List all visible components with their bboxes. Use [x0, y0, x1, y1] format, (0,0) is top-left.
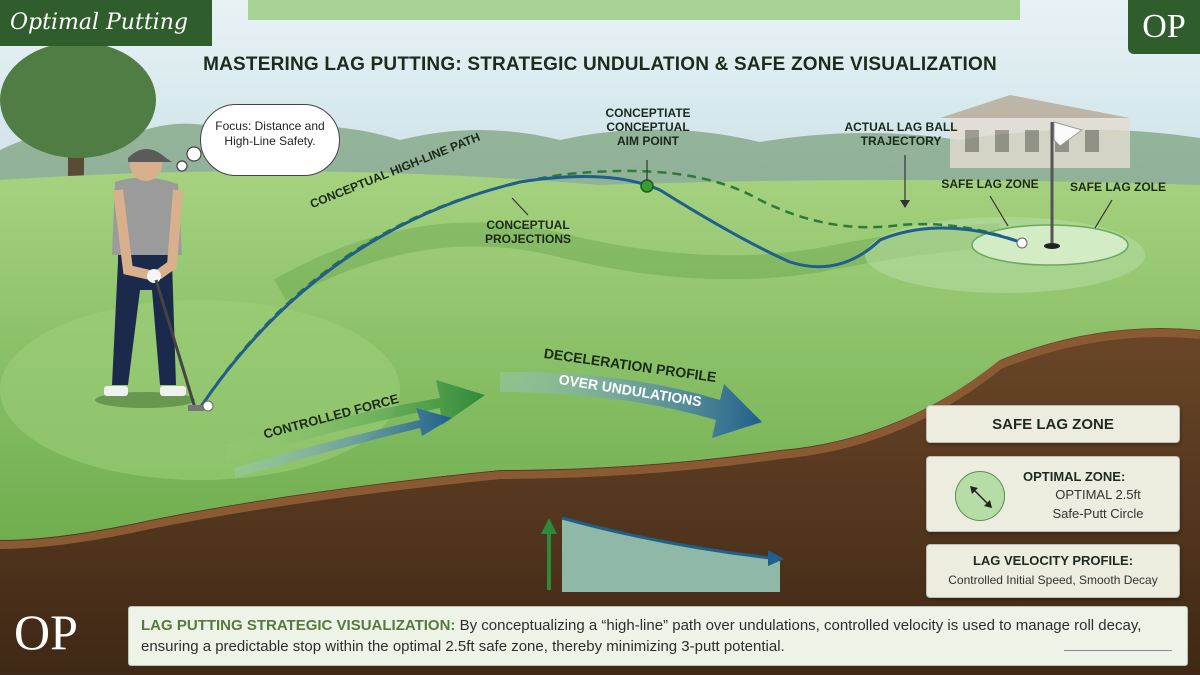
leader-safe-zole [1094, 199, 1113, 229]
optimal-zone-card: OPTIMAL ZONE: OPTIMAL 2.5ft Safe-Putt Ci… [926, 456, 1180, 532]
safe-lag-zone-card: SAFE LAG ZONE [926, 405, 1180, 443]
tree-canopy [0, 42, 156, 158]
leader-projections [511, 197, 529, 216]
aim-point-line-1: CONCEPTIATE [605, 106, 691, 120]
aim-point-marker [640, 179, 654, 193]
diagonal-arrow-icon [970, 486, 992, 508]
bottom-logo: OP [14, 604, 78, 660]
actual-ball-trajectory [198, 175, 1021, 409]
thought-line-1: Focus: Distance and [215, 119, 325, 133]
golf-ball-icon [1016, 237, 1028, 249]
optimal-zone-title: OPTIMAL ZONE: [1023, 469, 1126, 484]
caption-divider [1064, 650, 1172, 651]
soil-edge [0, 329, 1200, 549]
projections-label: CONCEPTUAL PROJECTIONS [468, 218, 588, 246]
tee-area [0, 300, 400, 480]
thought-bubble: Focus: Distance and High-Line Safety. [200, 104, 340, 176]
aim-point-line-2: CONCEPTUAL [606, 120, 690, 134]
caption-box: LAG PUTTING STRATEGIC VISUALIZATION: By … [128, 606, 1188, 666]
caption-lead: LAG PUTTING STRATEGIC VISUALIZATION: [141, 617, 460, 634]
safe-lag-zole-label: SAFE LAG ZOLE [1070, 180, 1166, 194]
flag-cloth [1053, 121, 1084, 147]
clubhouse [940, 95, 1130, 168]
page-title: MASTERING LAG PUTTING: STRATEGIC UNDULAT… [203, 54, 997, 75]
thought-line-2: High-Line Safety. [224, 134, 316, 148]
caption-text: By conceptualizing a “high-line” path ov… [141, 617, 1142, 655]
velocity-chart-graphic [541, 516, 784, 592]
controlled-force-arrow-large [225, 380, 485, 462]
velocity-card-subtitle: Controlled Initial Speed, Smooth Decay [948, 573, 1158, 587]
lag-velocity-card: LAG VELOCITY PROFILE: Controlled Initial… [926, 544, 1180, 598]
trajectory-line-2: TRAJECTORY [860, 134, 942, 148]
logo-badge: OP [1128, 0, 1200, 54]
hole-cup [1044, 243, 1060, 249]
optimal-zone-line-2: Safe-Putt Circle [1052, 506, 1144, 521]
soil-cross-section [0, 328, 1200, 675]
safe-lag-zone-label: SAFE LAG ZONE [941, 177, 1039, 191]
controlled-force-arrow-small [235, 408, 452, 478]
aim-point-label: CONCEPTIATE CONCEPTUAL AIM POINT [590, 106, 706, 148]
optimal-zone-circle-icon [955, 471, 1005, 521]
deceleration-arrow [500, 371, 762, 438]
actual-trajectory-label: ACTUAL LAG BALL TRAJECTORY [836, 120, 966, 148]
projections-line-1: CONCEPTUAL [486, 218, 570, 232]
velocity-card-title: LAG VELOCITY PROFILE: [972, 553, 1134, 568]
optimal-zone-line-1: OPTIMAL 2.5ft [1055, 487, 1141, 502]
aim-point-line-3: AIM POINT [617, 134, 679, 148]
trajectory-line-1: ACTUAL LAG BALL [844, 120, 958, 134]
top-banner-bar [248, 0, 1020, 20]
projections-line-2: PROJECTIONS [484, 232, 571, 246]
leader-safe-zone [989, 195, 1009, 227]
brand-tag: Optimal Putting [0, 0, 212, 46]
golfer-figure [95, 149, 214, 412]
